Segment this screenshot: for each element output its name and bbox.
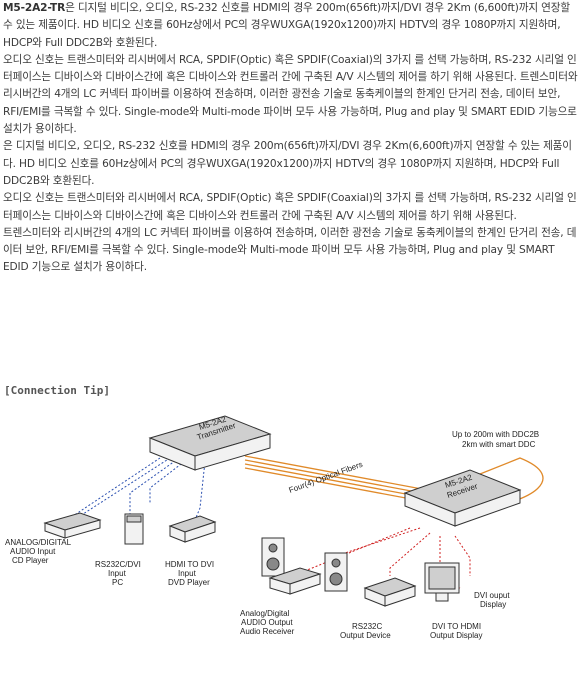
speaker-left-icon	[261, 537, 285, 577]
distance-label-1: Up to 200m with DDC2B	[452, 430, 539, 439]
connection-diagram: M5-2A2 Transmitter M5-2A2 Receiver Four(…	[5, 415, 544, 640]
intro-paragraph: M5-2A2-TR은 디지털 비디오, 오디오, RS-232 신호를 HDMI…	[3, 0, 581, 52]
transmitter-unit: M5-2A2 Transmitter	[148, 415, 272, 471]
src-audio-l1: ANALOG/DIGITAL	[5, 538, 72, 547]
speaker-right-icon	[324, 552, 348, 592]
pc-icon	[124, 513, 144, 545]
sink-hdmi-l2: Output Display	[430, 631, 482, 640]
src-pc-l3: PC	[112, 578, 123, 587]
receiver-unit: M5-2A2 Receiver	[403, 469, 522, 527]
src-audio-l2: AUDIO Input	[10, 547, 56, 556]
sink-dvi-l1: DVI ouput	[474, 591, 510, 600]
fibers-label: Four(4) Optical Fibers	[288, 460, 364, 495]
repeat-intro-paragraph: 은 디지털 비디오, 오디오, RS-232 신호를 HDMI의 경우 200m…	[3, 140, 572, 187]
display-monitor-icon	[424, 562, 460, 602]
intro-text: 은 디지털 비디오, 오디오, RS-232 신호를 HDMI의 경우 200m…	[3, 2, 570, 49]
rs232-device-icon	[363, 577, 417, 607]
connection-tip-title: [Connection Tip]	[4, 384, 110, 397]
distance-label-2: 2km with smart DDC	[462, 440, 536, 449]
fiber-paragraph: 트렌스미터와 리시버간의 4개의 LC 커넥터 파이버를 이용하여 전송하며, …	[3, 226, 577, 274]
repeat-audio-paragraph: 오디오 신호는 트랜스미터와 리시버에서 RCA, SPDIF(Optic) 혹…	[3, 192, 577, 222]
sink-audio-l2: AUDIO Output	[241, 618, 293, 627]
model-name: M5-2A2-TR	[3, 2, 66, 14]
audio-receiver-icon	[268, 567, 322, 595]
product-description: M5-2A2-TR은 디지털 비디오, 오디오, RS-232 신호를 HDMI…	[3, 0, 581, 277]
sink-audio-l1: Analog/Digital	[240, 609, 290, 618]
sink-hdmi-l1: DVI TO HDMI	[432, 622, 481, 631]
audio-paragraph: 오디오 신호는 트랜스미터와 리시버에서 RCA, SPDIF(Optic) 혹…	[3, 53, 578, 136]
src-dvd-l2: Input	[178, 569, 197, 578]
sink-rs232-l1: RS232C	[352, 622, 382, 631]
src-dvd-l3: DVD Player	[168, 578, 210, 587]
dvd-player-icon	[168, 515, 217, 543]
src-dvd-l1: HDMI TO DVI	[165, 560, 214, 569]
src-audio-l3: CD Player	[12, 556, 49, 565]
cd-player-icon	[43, 512, 102, 539]
sink-dvi-l2: Display	[480, 600, 506, 609]
src-pc-l1: RS232C/DVI	[95, 560, 141, 569]
sink-audio-l3: Audio Receiver	[240, 627, 295, 636]
src-pc-l2: Input	[108, 569, 127, 578]
sink-rs232-l2: Output Device	[340, 631, 391, 640]
